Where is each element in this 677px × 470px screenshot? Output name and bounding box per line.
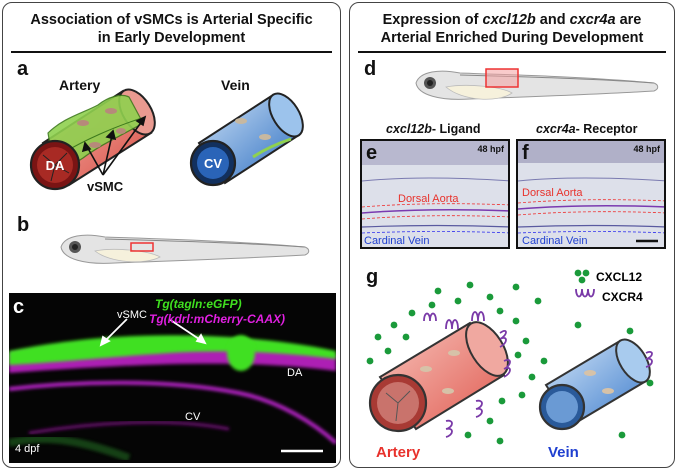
legend-cxcr4-label: CXCR4 bbox=[602, 290, 643, 304]
cv-label-c: CV bbox=[185, 411, 201, 423]
panel-d-letter: d bbox=[364, 58, 377, 80]
chemokine-diagram-g: CXCL12 CXCR4 bbox=[366, 269, 654, 461]
artery-label: Artery bbox=[59, 77, 101, 93]
panel-e-suffix: - Ligand bbox=[431, 122, 481, 136]
region-box-b bbox=[130, 242, 154, 252]
vsmc-arrows bbox=[81, 115, 147, 176]
panel-f-suffix: - Receptor bbox=[575, 122, 638, 136]
da-label: DA bbox=[46, 158, 65, 173]
legend-cxcr4-icon bbox=[575, 288, 595, 298]
right-title-line-2: Arterial Enriched During Development bbox=[380, 30, 644, 46]
right-panel-title: Expression of cxcl12b and cxcr4a are Art… bbox=[350, 11, 674, 47]
confocal-image-c: Tg(tagln:eGFP) Tg(kdrl:mCherry-CAAX) vSM… bbox=[9, 293, 336, 463]
left-panel-title: Association of vSMCs is Arterial Specifi… bbox=[3, 11, 340, 47]
panel-e-header: cxcl12b- Ligand bbox=[386, 122, 480, 136]
artery-tube-g bbox=[368, 321, 509, 433]
vein-label-g: Vein bbox=[548, 444, 579, 461]
vessel-diagram-a: DA vSMC CV bbox=[29, 88, 304, 194]
right-title-pre: Expression of bbox=[382, 12, 483, 28]
right-figure-panel: Expression of cxcl12b and cxcr4a are Art… bbox=[349, 2, 675, 468]
legend-cxcl12 bbox=[574, 269, 590, 284]
artery-label-g: Artery bbox=[376, 444, 421, 461]
panel-e-hpf: 48 hpf bbox=[477, 144, 504, 154]
left-title-line-1: Association of vSMCs is Arterial Specifi… bbox=[30, 12, 313, 28]
artery-tube bbox=[29, 88, 156, 191]
zebrafish-larva-b bbox=[60, 234, 310, 264]
panel-e-gene: cxcl12b bbox=[386, 122, 432, 136]
panel-f-letter: f bbox=[522, 142, 529, 164]
ish-image-e: 48 hpf Dorsal Aorta Cardinal Vein bbox=[360, 139, 510, 249]
panel-e-cardinal-vein: Cardinal Vein bbox=[364, 235, 430, 247]
vsmc-label-a: vSMC bbox=[87, 179, 124, 194]
age-label-c: 4 dpf bbox=[15, 443, 40, 455]
panel-e-dorsal-aorta: Dorsal Aorta bbox=[398, 193, 459, 205]
legend-gfp: Tg(tagln:eGFP) bbox=[155, 297, 242, 311]
ish-image-f: 48 hpf Dorsal Aorta Cardinal Vein bbox=[516, 139, 666, 249]
vein-tube-g bbox=[538, 338, 653, 431]
da-label-c: DA bbox=[287, 367, 303, 379]
vsmc-label-c: vSMC bbox=[117, 309, 147, 321]
left-title-rule bbox=[11, 51, 332, 53]
panel-b-letter: b bbox=[17, 214, 30, 236]
region-box-d bbox=[485, 68, 519, 88]
left-title-line-2: in Early Development bbox=[97, 30, 246, 46]
panel-f-header: cxcr4a- Receptor bbox=[536, 122, 637, 136]
panel-f-hpf: 48 hpf bbox=[633, 144, 660, 154]
panel-e-letter: e bbox=[366, 142, 378, 164]
panel-f-cardinal-vein: Cardinal Vein bbox=[522, 235, 588, 247]
panel-f-dorsal-aorta: Dorsal Aorta bbox=[522, 187, 583, 199]
panel-f-gene: cxcr4a bbox=[536, 122, 576, 136]
panel-g-letter: g bbox=[366, 266, 379, 288]
panel-c-letter: c bbox=[13, 296, 25, 318]
right-title-mid: and bbox=[535, 12, 570, 28]
cxcr4-receptors bbox=[423, 311, 511, 438]
legend-mcherry: Tg(kdrl:mCherry-CAAX) bbox=[149, 312, 286, 326]
right-title-line-1: Expression of cxcl12b and cxcr4a are bbox=[350, 11, 674, 29]
cv-label: CV bbox=[204, 156, 222, 171]
zebrafish-larva-d bbox=[415, 68, 659, 100]
right-title-post: are bbox=[615, 12, 642, 28]
left-figure-panel: Association of vSMCs is Arterial Specifi… bbox=[2, 2, 341, 468]
legend-cxcl12-label: CXCL12 bbox=[596, 270, 642, 284]
cxcl12-dots bbox=[366, 281, 654, 445]
vein-label: Vein bbox=[221, 77, 250, 93]
right-title-gene2: cxcr4a bbox=[569, 12, 616, 28]
vein-tube bbox=[189, 92, 304, 187]
right-title-gene1: cxcl12b bbox=[482, 12, 536, 28]
panel-a-letter: a bbox=[17, 58, 29, 80]
right-title-rule bbox=[358, 51, 666, 53]
